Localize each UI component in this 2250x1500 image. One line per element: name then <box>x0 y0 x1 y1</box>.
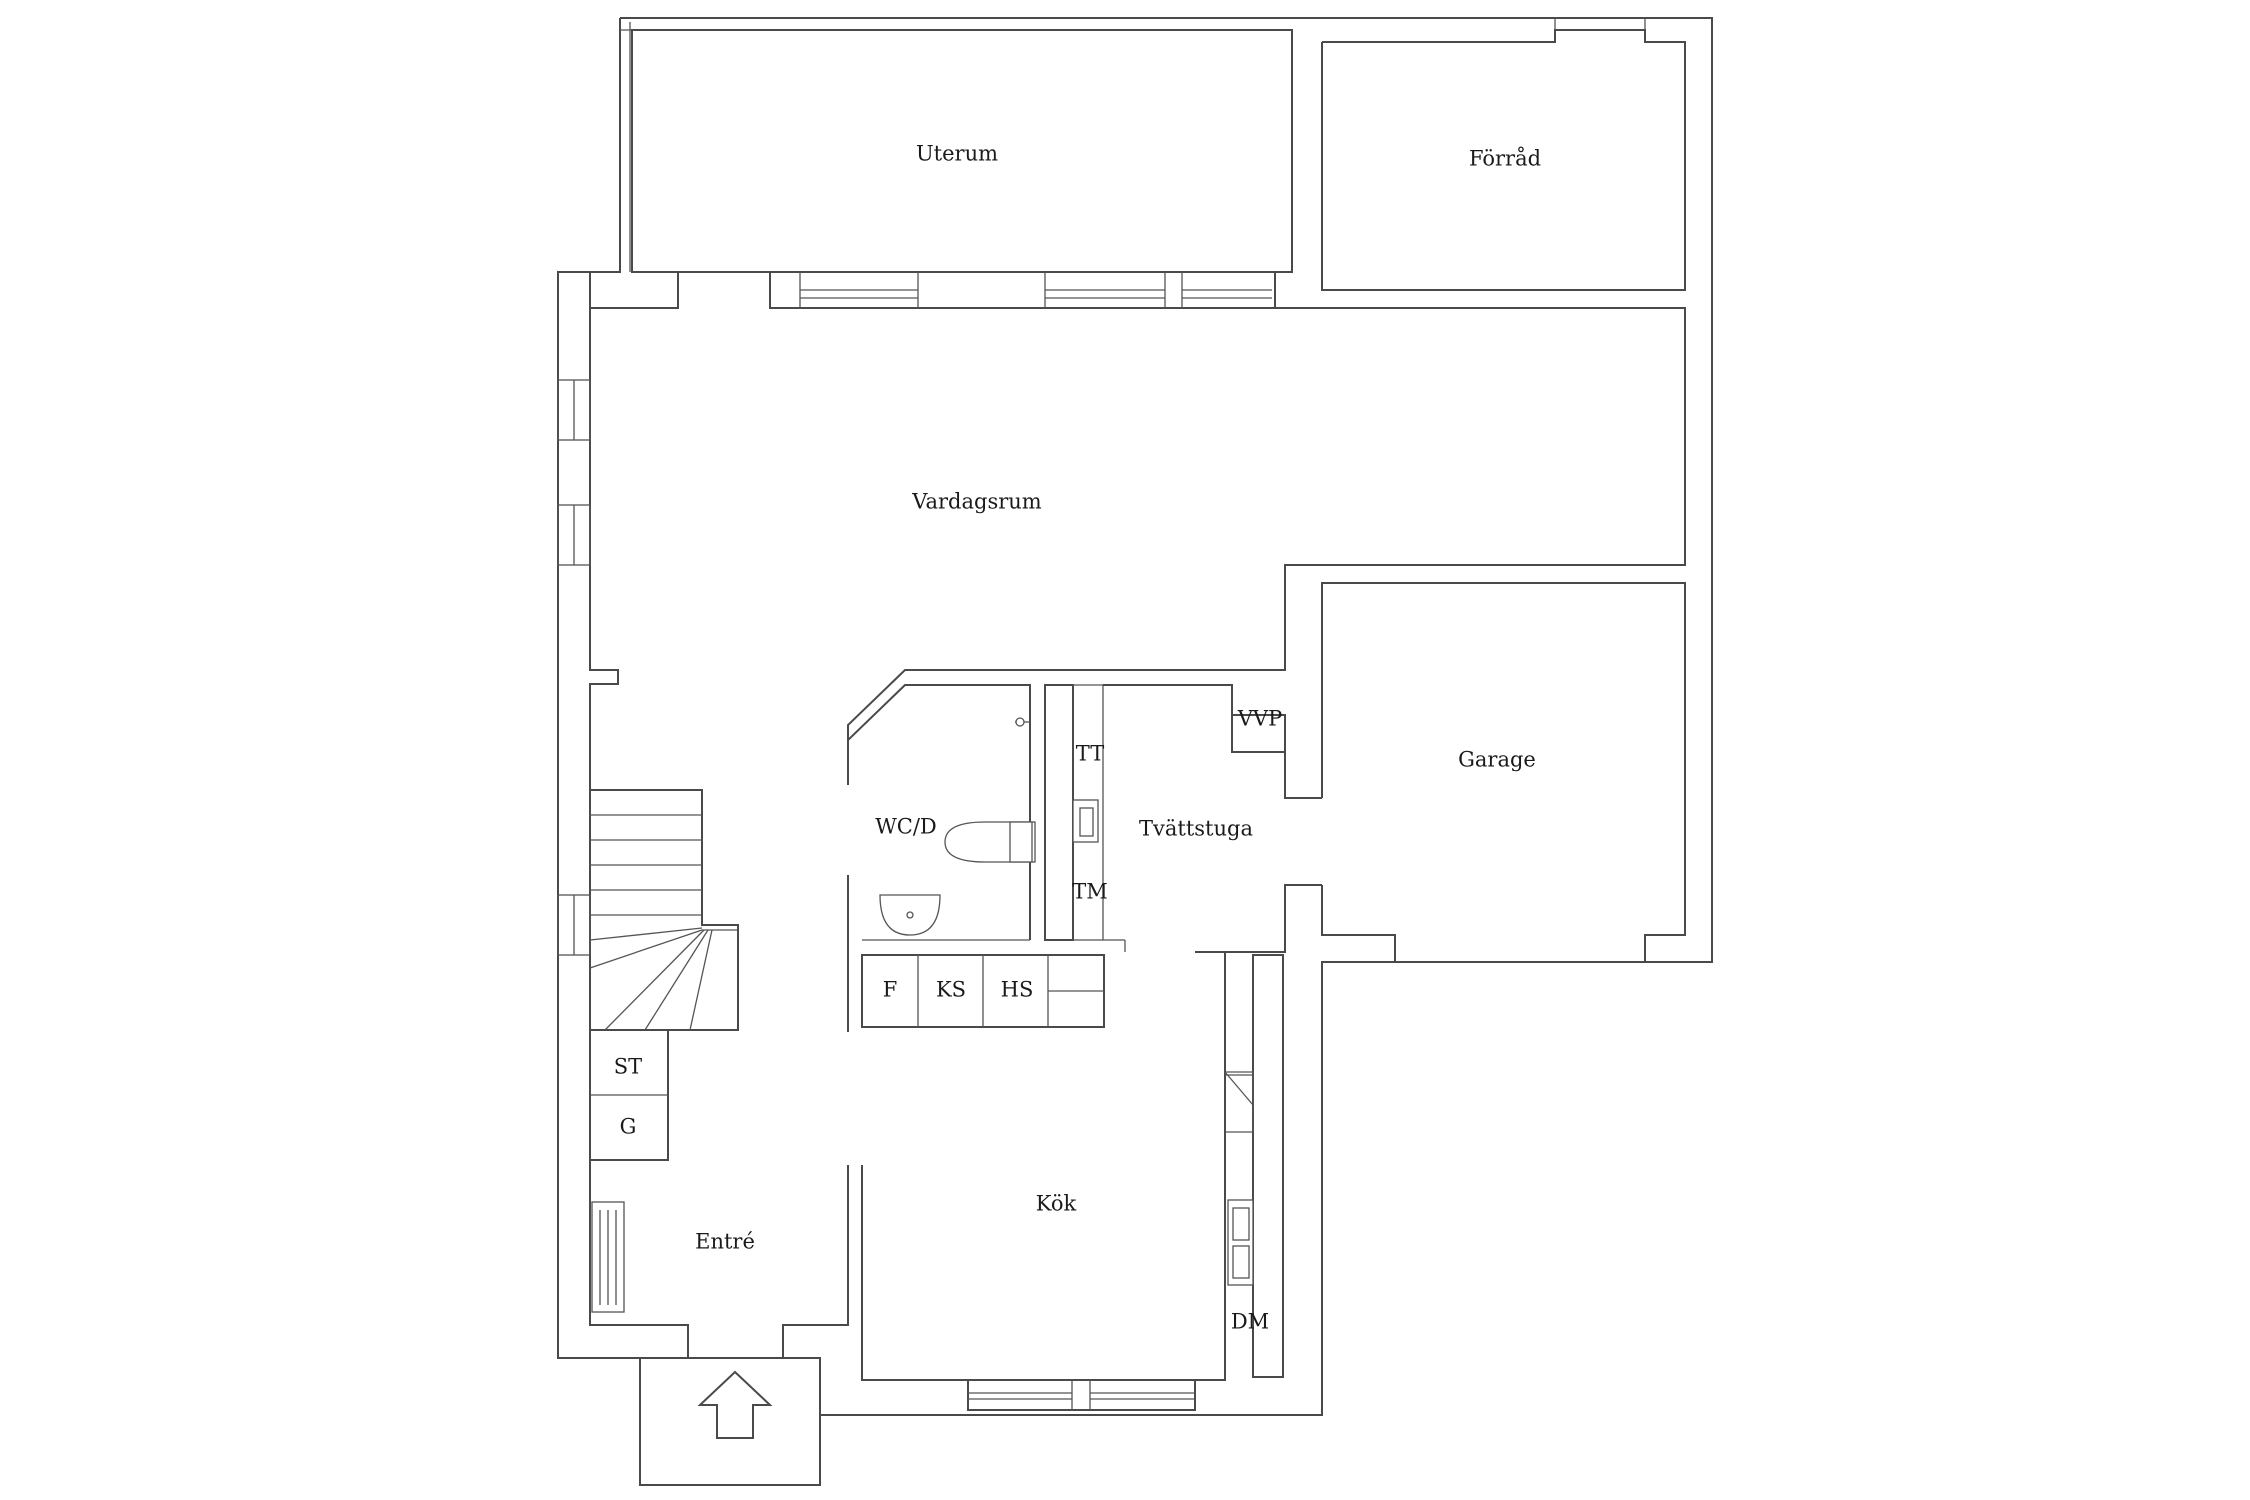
room-label-entre: Entré <box>695 1230 755 1254</box>
staircase <box>589 789 739 1031</box>
room-label-uterum: Uterum <box>916 142 998 166</box>
fixture-label-vvp: VVP <box>1237 707 1282 731</box>
fixture-label-ks: KS <box>936 978 966 1002</box>
outer-walls <box>557 17 1713 1416</box>
room-label-kok: Kök <box>1036 1192 1077 1216</box>
room-labels: Uterum Förråd Vardagsrum Garage WC/D Tvä… <box>695 142 1541 1254</box>
room-label-tvattstuga: Tvättstuga <box>1139 817 1253 841</box>
room-label-forrad: Förråd <box>1469 147 1541 171</box>
garage-room <box>1321 582 1686 962</box>
vardagsrum-walls <box>589 307 1686 1030</box>
uterum-room <box>631 29 1293 273</box>
left-windows <box>557 379 591 956</box>
tvattstuga-room <box>1103 684 1322 953</box>
forrad-room <box>1321 29 1686 291</box>
fixture-label-hs: HS <box>1001 978 1034 1002</box>
fixture-labels: VVP TT TM F KS HS ST G DM <box>614 707 1282 1334</box>
room-label-vardagsrum: Vardagsrum <box>911 490 1042 514</box>
room-label-garage: Garage <box>1458 748 1536 772</box>
fixture-label-f: F <box>883 978 898 1002</box>
fixture-label-g: G <box>620 1115 637 1139</box>
fixture-label-dm: DM <box>1231 1310 1269 1334</box>
entre-walls <box>589 1030 849 1486</box>
hall-cabinets <box>861 954 1105 1028</box>
top-windows <box>589 272 1276 309</box>
kok-room <box>861 952 1284 1411</box>
wc-room <box>847 684 1036 1032</box>
room-label-wc: WC/D <box>875 815 937 839</box>
entry-closets <box>589 1029 669 1161</box>
radiator <box>591 1201 625 1313</box>
fixture-label-tm: TM <box>1072 880 1108 904</box>
fixture-label-tt: TT <box>1076 742 1104 766</box>
laundry-divider <box>1044 684 1126 952</box>
fixture-label-st: ST <box>614 1055 642 1079</box>
